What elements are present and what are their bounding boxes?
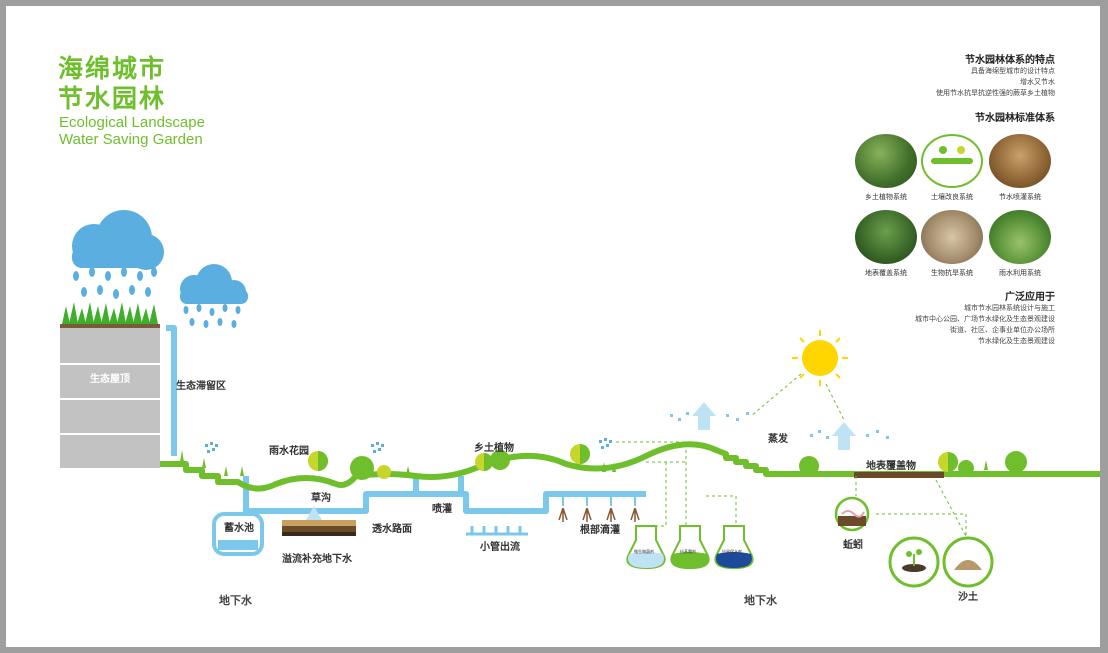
permeable-pavement <box>282 506 356 536</box>
ground-cover-label: 地表覆盖物 <box>866 461 916 472</box>
applications-line: 节水绿化及生态景观建设 <box>978 337 1055 345</box>
groundwater-right-label: 地下水 <box>744 594 777 607</box>
flask2-label: 抗蒸腾剂 <box>680 549 696 554</box>
flask3-label: 抗旱保水剂 <box>722 549 742 554</box>
earthworm-circle <box>834 496 870 532</box>
raindrops-icon <box>183 304 241 328</box>
standards-panel: 节水园林标准体系 <box>835 109 1055 124</box>
sand-label: 沙土 <box>958 592 978 603</box>
eco-roof-building <box>60 302 160 468</box>
standard-caption: 节水喷灌系统 <box>999 193 1041 201</box>
flask1-label: 微生物菌剂 <box>634 549 654 554</box>
standards-title: 节水园林标准体系 <box>975 113 1055 124</box>
reservoir-tank <box>212 512 264 556</box>
small-pipe-outlet <box>466 526 528 536</box>
overflow-label: 溢流补充地下水 <box>282 554 352 565</box>
swale-label: 草沟 <box>311 493 331 504</box>
groundwater-left-label: 地下水 <box>219 594 252 607</box>
ground-cover-photo <box>855 210 917 264</box>
features-line: 具备海绵型城市的设计特点 <box>971 67 1055 75</box>
evaporation-arrows <box>692 402 856 450</box>
dashed-connectors <box>616 373 967 537</box>
raindrops-icon <box>73 267 157 299</box>
applications-line: 街道、社区、企事业单位办公场所 <box>950 326 1055 334</box>
standard-caption: 乡土植物系统 <box>865 193 907 201</box>
applications-line: 城市中心公园、广场节水绿化及生态景观建设 <box>915 315 1055 323</box>
soil-improvement-icon <box>921 134 983 188</box>
standard-caption: 地表覆盖系统 <box>865 269 907 277</box>
standard-caption: 土壤改良系统 <box>931 193 973 201</box>
earthworm-label: 蚯蚓 <box>843 540 863 551</box>
native-plants-photo <box>855 134 917 188</box>
soil-circles <box>888 536 994 588</box>
applications-line: 城市节水园林系统设计与施工 <box>964 304 1055 312</box>
root-icons <box>558 507 640 522</box>
eco-roof-label: 生态屋顶 <box>90 374 130 385</box>
ground-line <box>160 441 1100 492</box>
spray-icons <box>205 438 612 453</box>
standard-caption: 生物抗旱系统 <box>931 269 973 277</box>
ground-cover-strip <box>854 472 944 478</box>
flask-icon <box>714 525 754 570</box>
features-line: 使用节水抗旱抗逆性强的蕨草乡土植物 <box>936 89 1055 97</box>
applications-title: 广泛应用于 <box>1005 292 1055 303</box>
standard-caption: 雨水利用系统 <box>999 269 1041 277</box>
title-en-line2: Water Saving Garden <box>59 131 203 148</box>
native-plants-label: 乡土植物 <box>474 443 514 454</box>
applications-panel: 广泛应用于 城市节水园林系统设计与施工 城市中心公园、广场节水绿化及生态景观建设… <box>835 288 1055 347</box>
cloud-icon <box>180 264 248 304</box>
rainwater-photo <box>989 210 1051 264</box>
reservoir-label: 蓄水池 <box>224 523 254 534</box>
sprinkler-label: 喷灌 <box>432 504 452 515</box>
title-cn-line2: 节水园林 <box>58 84 167 113</box>
flask-icon <box>626 525 666 570</box>
title-cn-line1: 海绵城市 <box>58 54 167 83</box>
water-cycle-diagram <box>60 210 1100 588</box>
cloud-icon <box>72 210 164 270</box>
infographic-page: 海绵城市 节水园林 Ecological Landscape Water Sav… <box>6 6 1100 647</box>
small-pipe-label: 小管出流 <box>480 542 520 553</box>
flask-icon <box>670 525 710 570</box>
sun-icon <box>792 330 848 386</box>
retention-label: 生态滞留区 <box>176 381 226 392</box>
irrigation-photo <box>989 134 1051 188</box>
drip-label: 根部滴灌 <box>580 525 620 536</box>
drainage-pipes <box>166 325 646 543</box>
tree-icons <box>180 444 1027 480</box>
rain-garden-label: 雨水花园 <box>269 446 309 457</box>
features-panel: 节水园林体系的特点 具备海绵型城市的设计特点 增水又节水 使用节水抗旱抗逆性强的… <box>835 51 1055 99</box>
permeable-label: 透水路面 <box>372 524 412 535</box>
drip-emitters <box>562 496 636 506</box>
drought-resistance-photo <box>921 210 983 264</box>
title-en-line1: Ecological Landscape <box>59 114 205 131</box>
evaporation-label: 蒸发 <box>768 434 788 445</box>
features-line: 增水又节水 <box>1020 78 1055 86</box>
features-title: 节水园林体系的特点 <box>965 55 1055 66</box>
vapor-dots <box>670 412 889 439</box>
